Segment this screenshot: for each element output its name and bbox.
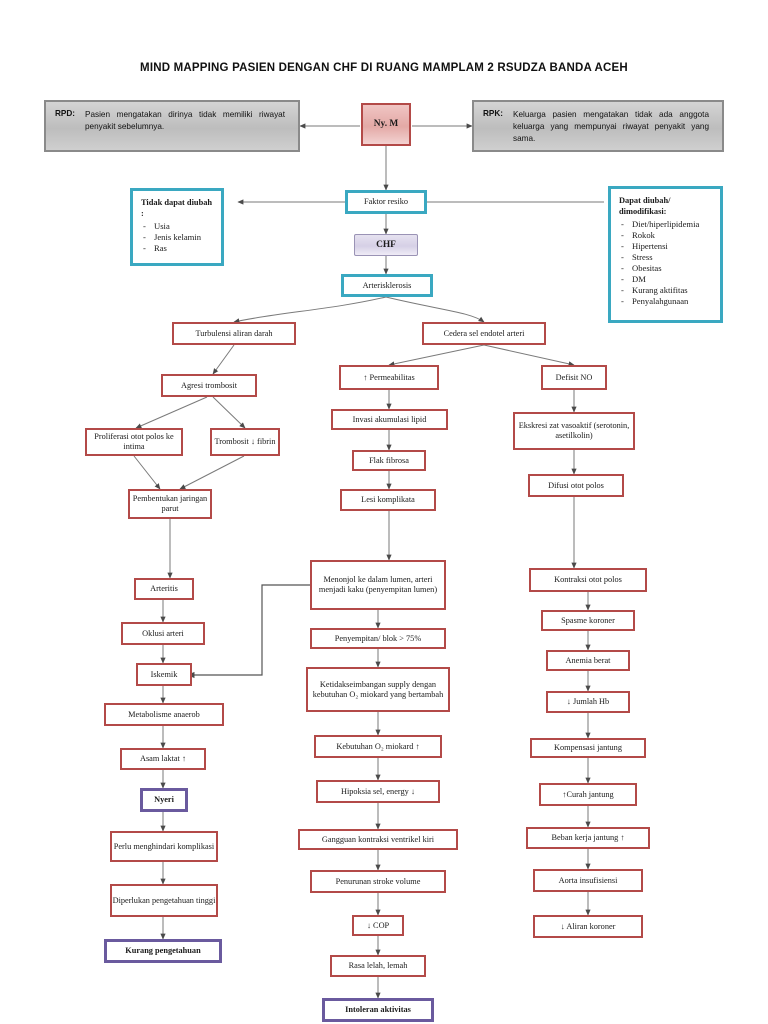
patient-box: Ny. M <box>361 103 411 146</box>
risk-modifiable-heading: Dapat diubah/ dimodifikasi: <box>619 196 671 216</box>
metabolisme-anaerob-box: Metabolisme anaerob <box>104 703 224 726</box>
defisit-no-box: Defisit NO <box>541 365 607 390</box>
rpd-box: RPD: Pasien mengatakan dirinya tidak memi… <box>44 100 300 152</box>
beban-kerja-jantung-box: Beban kerja jantung ↑ <box>526 827 650 849</box>
list-item: Usia <box>141 221 213 232</box>
risk-non-modifiable-list: Usia Jenis kelamin Ras <box>141 221 213 254</box>
list-item: Penyalahgunaan <box>619 296 712 307</box>
rpk-text: Keluarga pasien mengatakan tidak ada ang… <box>513 110 709 143</box>
hipoksia-sel-box: Hipoksia sel, energy ↓ <box>316 780 440 803</box>
trombosit-fibrin-box: Trombosit ↓ fibrin <box>210 428 280 456</box>
oklusi-arteri-box: Oklusi arteri <box>121 622 205 645</box>
list-item: Ras <box>141 243 213 254</box>
list-item: Diet/hiperlipidemia <box>619 219 712 230</box>
kompensasi-jantung-box: Kompensasi jantung <box>530 738 646 758</box>
penyempitan-blok-box: Penyempitan/ blok > 75% <box>310 628 446 649</box>
kurang-pengetahuan-box: Kurang pengetahuan <box>104 939 222 963</box>
list-item: Kurang aktifitas <box>619 285 712 296</box>
risk-non-modifiable-box: Tidak dapat diubah : Usia Jenis kelamin … <box>130 188 224 266</box>
cop-box: ↓ COP <box>352 915 404 936</box>
risk-non-modifiable-heading: Tidak dapat diubah : <box>141 198 213 218</box>
page-title: MIND MAPPING PASIEN DENGAN CHF DI RUANG … <box>140 62 628 74</box>
rasa-lelah-box: Rasa lelah, lemah <box>330 955 426 977</box>
list-item: DM <box>619 274 712 285</box>
menonjol-lumen-box: Menonjol ke dalam lumen, arteri menjadi … <box>310 560 446 610</box>
diperlukan-pengetahuan-box: Diperlukan pengetahuan tinggi <box>110 884 218 917</box>
proliferasi-box: Proliferasi otot polos ke intima <box>85 428 183 456</box>
arterisklerosis-box: Arterisklerosis <box>341 274 433 297</box>
arteritis-box: Arteritis <box>134 578 194 600</box>
chf-box: CHF <box>354 234 418 256</box>
permeabilitas-box: ↑ Permeabilitas <box>339 365 439 390</box>
cedera-box: Cedera sel endotel arteri <box>422 322 546 345</box>
list-item: Stress <box>619 252 712 263</box>
intoleran-aktivitas-box: Intoleran aktivitas <box>322 998 434 1022</box>
kebutuhan-o2-box: Kebutuhan O₂ miokard ↑ <box>314 735 442 758</box>
list-item: Hipertensi <box>619 241 712 252</box>
list-item: Obesitas <box>619 263 712 274</box>
risk-modifiable-list: Diet/hiperlipidemia Rokok Hipertensi Str… <box>619 219 712 307</box>
curah-jantung-box: ↑Curah jantung <box>539 783 637 806</box>
faktor-resiko-box: Faktor resiko <box>345 190 427 214</box>
spasme-koroner-box: Spasme koroner <box>541 610 635 631</box>
difusi-otot-polos-box: Difusi otot polos <box>528 474 624 497</box>
aorta-insufisiensi-box: Aorta insufisiensi <box>533 869 643 892</box>
kontraksi-otot-polos-box: Kontraksi otot polos <box>529 568 647 592</box>
pembentukan-jaringan-parut-box: Pembentukan jaringan parut <box>128 489 212 519</box>
nyeri-box: Nyeri <box>140 788 188 812</box>
ketidakseimbangan-supply-box: Ketidakseimbangan supply dengan kebutuha… <box>306 667 450 712</box>
perlu-menghindari-box: Perlu menghindari komplikasi <box>110 831 218 862</box>
risk-modifiable-box: Dapat diubah/ dimodifikasi: Diet/hiperli… <box>608 186 723 323</box>
penurunan-stroke-volume-box: Penurunan stroke volume <box>310 870 446 893</box>
rpd-text: Pasien mengatakan dirinya tidak memiliki… <box>85 110 285 131</box>
turbulensi-box: Turbulensi aliran darah <box>172 322 296 345</box>
rpd-label: RPD: <box>55 109 76 118</box>
gangguan-kontraksi-box: Gangguan kontraksi ventrikel kiri <box>298 829 458 850</box>
aliran-koroner-box: ↓ Aliran koroner <box>533 915 643 938</box>
asam-laktat-box: Asam laktat ↑ <box>120 748 206 770</box>
list-item: Jenis kelamin <box>141 232 213 243</box>
anemia-berat-box: Anemia berat <box>546 650 630 671</box>
lesi-komplikata-box: Lesi komplikata <box>340 489 436 511</box>
ekskresi-vasoaktif-box: Ekskresi zat vasoaktif (serotonin, aseti… <box>513 412 635 450</box>
rpk-box: RPK: Keluarga pasien mengatakan tidak ada… <box>472 100 724 152</box>
list-item: Rokok <box>619 230 712 241</box>
invasi-lipid-box: Invasi akumulasi lipid <box>331 409 448 430</box>
jumlah-hb-box: ↓ Jumlah Hb <box>546 691 630 713</box>
rpk-label: RPK: <box>483 109 504 118</box>
agresi-trombosit-box: Agresi trombosit <box>161 374 257 397</box>
iskemik-box: Iskemik <box>136 663 192 686</box>
flak-fibrosa-box: Flak fibrosa <box>352 450 426 471</box>
